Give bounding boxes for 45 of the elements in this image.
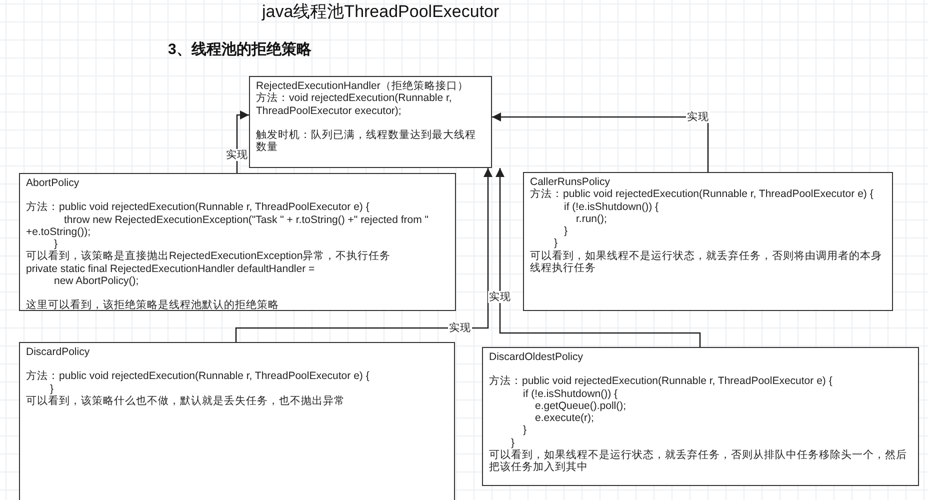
class-name: AbortPolicy <box>26 177 80 190</box>
code-line: } <box>50 382 54 395</box>
code-line: throw new RejectedExecutionException("Task " + r.toString() +" rejected from " +e.toString()); <box>26 214 430 238</box>
edge-label: 实现 <box>488 291 512 303</box>
description-text: 可以看到，该策略是直接抛出RejectedExecutionException异常，不执行任务 <box>26 250 391 263</box>
code-line: e.execute(r); <box>534 412 594 424</box>
title: java线程池ThreadPoolExecutor <box>262 1 500 23</box>
section-heading: 3、线程池的拒绝策略 <box>168 40 312 59</box>
code-line: new AbortPolicy(); <box>53 275 139 288</box>
class-name: DiscardPolicy <box>26 346 90 358</box>
class-box <box>249 76 492 168</box>
description-text: 可以看到，如果线程不是运行状态，就丢弃任务，否则从排队中任务移除头一个，然后把该任务加入到其中 <box>489 449 908 474</box>
class-box <box>523 172 893 311</box>
code-line: e.getQueue().poll(); <box>534 400 626 412</box>
code-line: 方法：public void rejectedExecution(Runnable r, ThreadPoolExecutor e) { <box>530 188 874 201</box>
description-text: 这里可以看到，该拒绝策略是线程池默认的拒绝策略 <box>26 299 279 312</box>
arrow <box>235 168 492 342</box>
code-line: } <box>54 238 58 250</box>
edge-label: 实现 <box>686 111 710 123</box>
code-line: 方法：public void rejectedExecution(Runnable r, ThreadPoolExecutor e) { <box>489 375 832 388</box>
code-line: } <box>522 424 527 437</box>
code-line: 方法：public void rejectedExecution(Runnable r, ThreadPoolExecutor e) { <box>26 370 370 383</box>
arrow <box>236 110 249 173</box>
description-text: 触发时机：队列已满，线程数量达到最大线程数量 <box>256 128 477 154</box>
class-name: CallerRunsPolicy <box>530 176 610 188</box>
class-box <box>482 347 919 486</box>
code-line: } <box>553 237 558 250</box>
class-name: DiscardOldestPolicy <box>489 351 583 364</box>
description-text: 方法：void rejectedExecution(Runnable r, ThreadPoolExecutor executor); <box>256 92 453 117</box>
code-line: } <box>563 225 568 238</box>
code-line: } <box>511 436 515 449</box>
code-line: if (!e.isShutdown()) { <box>563 200 659 213</box>
code-line: if (!e.isShutdown()) { <box>522 388 618 400</box>
class-box <box>19 173 456 311</box>
description-text: 可以看到，该策略什么也不做，默认就是丢失任务，也不抛出异常 <box>26 394 345 408</box>
arrow <box>492 112 709 172</box>
code-line: private static final RejectedExecutionHandler defaultHandler = <box>26 262 315 276</box>
class-box <box>19 342 455 500</box>
code-line: r.run(); <box>575 212 607 226</box>
code-line: 方法：public void rejectedExecution(Runnable r, ThreadPoolExecutor e) { <box>26 201 370 214</box>
class-name: RejectedExecutionHandler（拒绝策略接口） <box>256 80 468 92</box>
arrow <box>496 168 701 347</box>
edge-label: 实现 <box>448 322 472 334</box>
description-text: 可以看到，如果线程不是运行状态，就丢弃任务，否则将由调用者的本身线程执行任务 <box>530 250 883 274</box>
edge-label: 实现 <box>225 149 249 161</box>
